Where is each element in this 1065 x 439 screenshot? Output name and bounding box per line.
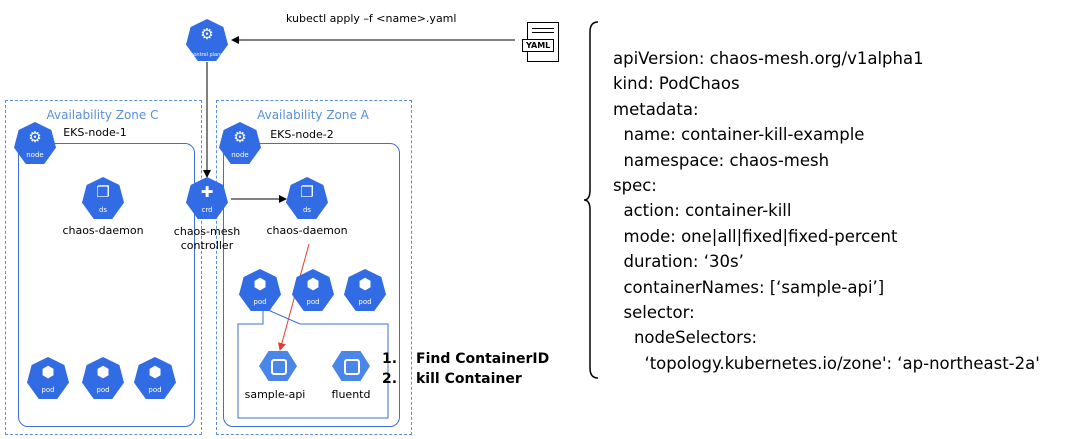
chaos-daemon-label: chaos-daemon — [62, 224, 144, 237]
yaml-line: containerNames: [‘sample-api’] — [613, 277, 885, 297]
pod-icon: ⬢ pod — [292, 269, 334, 311]
cube-icon: ⬢ — [96, 362, 110, 381]
yaml-line: action: container-kill — [613, 201, 792, 221]
yaml-line: metadata: — [613, 99, 699, 119]
cube-icon: ⬢ — [41, 362, 55, 381]
icon-caption: crd — [201, 206, 213, 214]
icon-caption: pod — [253, 298, 267, 306]
icon-caption: ds — [98, 206, 108, 214]
container-icon — [332, 351, 370, 381]
yaml-line: kind: PodChaos — [613, 74, 740, 94]
icon-caption: ds — [302, 206, 312, 214]
pod-detail-box — [237, 309, 389, 419]
yaml-line: ‘topology.kubernetes.io/zone': ‘ap-north… — [613, 353, 1040, 373]
yaml-file-lines — [532, 28, 554, 33]
icon-caption: pod — [96, 386, 110, 394]
availability-zone-a — [216, 100, 412, 435]
cube-icon: ⬢ — [148, 362, 162, 381]
container-icon — [259, 351, 297, 381]
zone-c-label: Availability Zone C — [46, 108, 159, 122]
yaml-line: apiVersion: chaos-mesh.org/v1alpha1 — [613, 49, 924, 68]
container-label: fluentd — [331, 388, 371, 401]
container-label: sample-api — [244, 388, 306, 401]
step-number: 2. — [382, 371, 398, 387]
step-number: 1. — [382, 351, 398, 367]
eks-node-2 — [223, 143, 400, 427]
yaml-line: name: container-kill-example — [613, 125, 865, 145]
pod-icon: ⬢ pod — [134, 357, 176, 399]
gear-icon: ⚙ — [200, 24, 214, 43]
command-label: kubectl apply –f <name>.yaml — [286, 12, 457, 25]
daemonset-icon: ❐ ds — [82, 177, 124, 219]
yaml-spec: apiVersion: chaos-mesh.org/v1alpha1 kind… — [613, 46, 1040, 376]
yaml-brace — [583, 21, 599, 379]
cube-icon: ⬢ — [306, 274, 320, 293]
container-glyph — [344, 359, 360, 375]
step-text: Find ContainerID — [416, 351, 550, 367]
availability-zone-c — [5, 100, 202, 435]
yaml-file-badge: YAML — [522, 39, 555, 52]
yaml-line: nodeSelectors: — [613, 328, 758, 348]
puzzle-icon: ✚ — [200, 182, 214, 201]
daemonset-icon: ❐ ds — [286, 177, 328, 219]
crd-icon: ✚ crd — [186, 177, 228, 219]
container-glyph — [271, 359, 287, 375]
yaml-file-icon: YAML — [522, 22, 559, 62]
eks-node-1-label: EKS-node-1 — [63, 126, 127, 139]
icon-caption: pod — [306, 298, 320, 306]
step-item: 2. kill Container — [382, 369, 549, 389]
cube-icon: ⬢ — [253, 274, 267, 293]
icon-caption: node — [231, 151, 249, 159]
eks-node-1 — [18, 143, 195, 427]
gear-icon: ⚙ — [28, 127, 42, 146]
zone-a-label: Availability Zone A — [257, 108, 369, 122]
icon-caption: node — [26, 151, 44, 159]
node-icon: ⚙ node — [14, 122, 56, 164]
gear-icon: ⚙ — [233, 127, 247, 146]
step-text: kill Container — [416, 371, 522, 387]
yaml-line: duration: ‘30s’ — [613, 252, 744, 272]
pod-icon: ⬢ pod — [344, 269, 386, 311]
node-icon: ⚙ node — [219, 122, 261, 164]
step-item: 1. Find ContainerID — [382, 349, 549, 369]
pod-icon: ⬢ pod — [239, 269, 281, 311]
icon-caption: pod — [358, 298, 372, 306]
stack-icon: ❐ — [96, 182, 110, 201]
control-plane-icon: ⚙ control plane — [186, 19, 228, 61]
kill-steps: 1. Find ContainerID 2. kill Container — [382, 349, 549, 389]
controller-label: chaos-mesh controller — [173, 225, 241, 252]
yaml-line: mode: one|all|fixed|fixed-percent — [613, 226, 898, 246]
pod-icon: ⬢ pod — [82, 357, 124, 399]
yaml-line: selector: — [613, 302, 695, 322]
yaml-line: spec: — [613, 175, 657, 195]
chaos-daemon-label: chaos-daemon — [266, 224, 348, 237]
pod-icon: ⬢ pod — [27, 357, 69, 399]
stack-icon: ❐ — [300, 182, 314, 201]
icon-caption: control plane — [190, 52, 224, 58]
icon-caption: pod — [148, 386, 162, 394]
cube-icon: ⬢ — [358, 274, 372, 293]
eks-node-2-label: EKS-node-2 — [270, 128, 334, 141]
yaml-line: namespace: chaos-mesh — [613, 150, 830, 170]
icon-caption: pod — [41, 386, 55, 394]
